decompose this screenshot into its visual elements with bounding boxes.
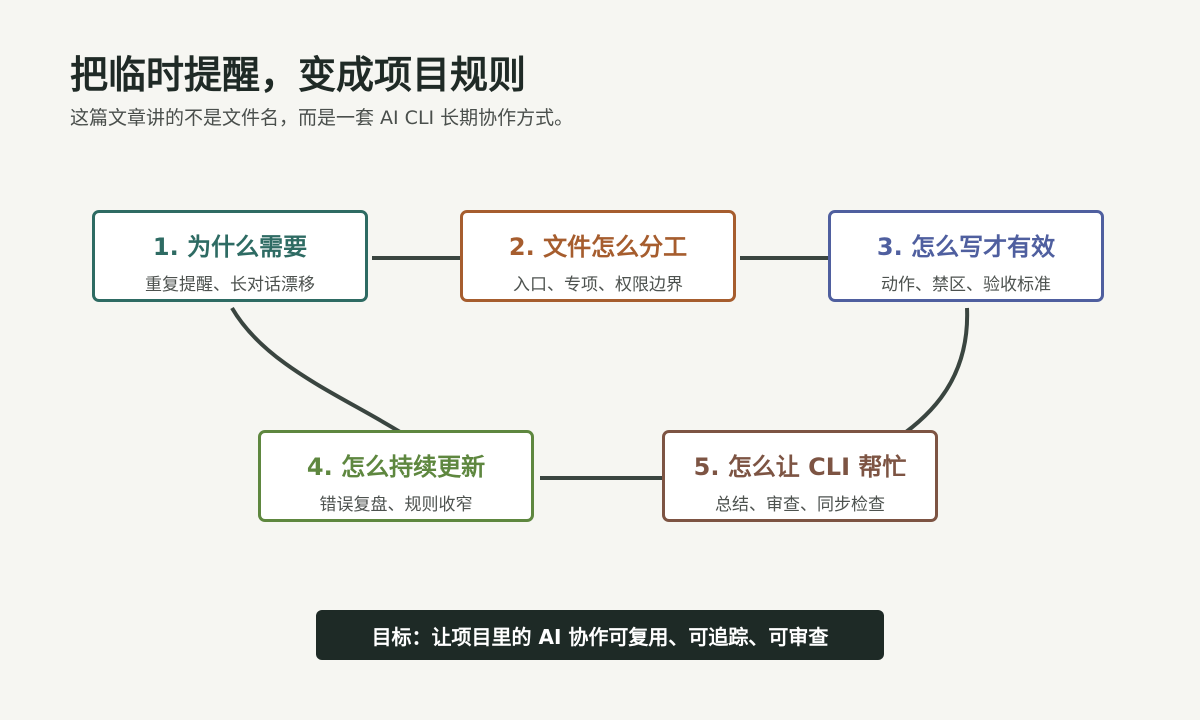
node-3-effective: 3. 怎么写才有效 动作、禁区、验收标准 [828,210,1104,302]
node-1-why: 1. 为什么需要 重复提醒、长对话漂移 [92,210,368,302]
node-5-cli-help: 5. 怎么让 CLI 帮忙 总结、审查、同步检查 [662,430,938,522]
node-1-title: 1. 为什么需要 [152,233,308,261]
node-2-division: 2. 文件怎么分工 入口、专项、权限边界 [460,210,736,302]
node-4-title: 4. 怎么持续更新 [306,453,486,481]
page-subtitle: 这篇文章讲的不是文件名，而是一套 AI CLI 长期协作方式。 [70,107,574,129]
node-5-desc: 总结、审查、同步检查 [715,495,885,515]
page-title: 把临时提醒，变成项目规则 [70,53,527,97]
node-3-title: 3. 怎么写才有效 [876,233,1056,261]
goal-banner: 目标：让项目里的 AI 协作可复用、可追踪、可审查 [316,610,884,660]
node-4-update: 4. 怎么持续更新 错误复盘、规则收窄 [258,430,534,522]
connector-1-4 [230,306,402,434]
node-2-title: 2. 文件怎么分工 [508,233,688,261]
node-5-title: 5. 怎么让 CLI 帮忙 [693,453,907,481]
node-1-desc: 重复提醒、长对话漂移 [145,275,315,295]
node-4-desc: 错误复盘、规则收窄 [319,495,473,515]
node-2-desc: 入口、专项、权限边界 [513,275,683,295]
node-3-desc: 动作、禁区、验收标准 [881,275,1051,295]
